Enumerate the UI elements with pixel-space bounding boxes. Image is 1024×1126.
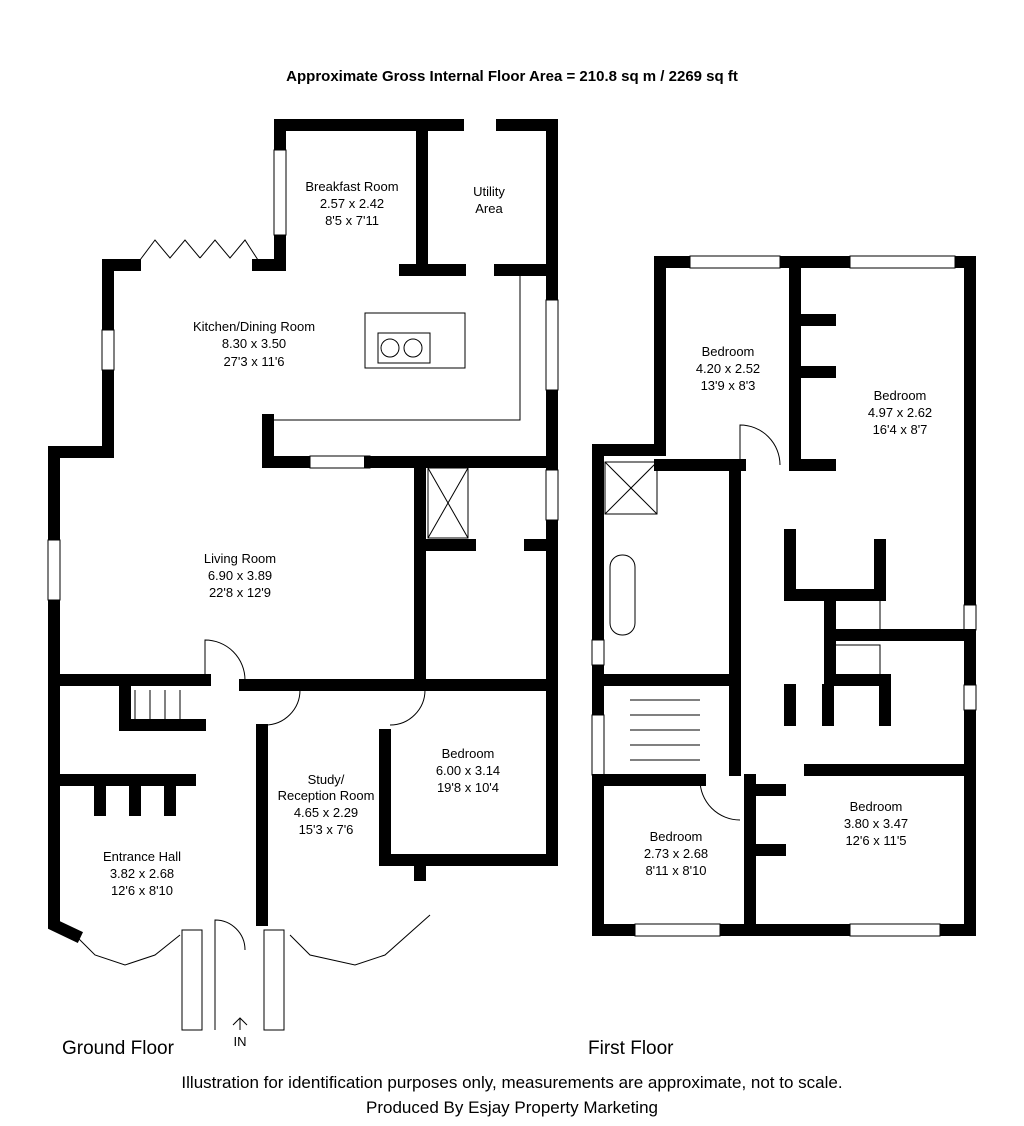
room-label: Area	[475, 201, 503, 216]
room-imperial: 22'8 x 12'9	[209, 585, 271, 600]
room-label: Reception Room	[278, 788, 375, 803]
room-metric: 3.82 x 2.68	[110, 866, 174, 881]
room-label: Bedroom	[702, 344, 755, 359]
room-metric: 6.00 x 3.14	[436, 763, 500, 778]
room-imperial: 13'9 x 8'3	[701, 378, 756, 393]
first-floor-plan: Bedroom 4.20 x 2.52 13'9 x 8'3 Bedroom 4…	[591, 255, 977, 937]
ground-outer-wall	[48, 259, 141, 943]
room-label: Bedroom	[850, 799, 903, 814]
room-label: Study/	[308, 772, 345, 787]
room-label: Bedroom	[442, 746, 495, 761]
room-imperial: 8'11 x 8'10	[645, 863, 706, 878]
room-metric: 4.65 x 2.29	[294, 805, 358, 820]
room-label: Bedroom	[874, 388, 927, 403]
room-label: Utility	[473, 184, 505, 199]
ground-floor-plan: IN Breakfast Room 2.57 x 2.42 8'5 x 7'11…	[47, 119, 559, 1049]
room-label: Breakfast Room	[305, 179, 398, 194]
room-metric: 2.57 x 2.42	[320, 196, 384, 211]
credit: Produced By Esjay Property Marketing	[366, 1098, 658, 1117]
first-outer-wall	[592, 256, 976, 936]
room-label: Bedroom	[650, 829, 703, 844]
room-imperial: 15'3 x 7'6	[299, 822, 354, 837]
room-metric: 3.80 x 3.47	[844, 816, 908, 831]
room-metric: 6.90 x 3.89	[208, 568, 272, 583]
room-imperial: 16'4 x 8'7	[873, 422, 928, 437]
room-label: Living Room	[204, 551, 276, 566]
ground-floor-label: Ground Floor	[62, 1038, 174, 1059]
room-metric: 4.97 x 2.62	[868, 405, 932, 420]
room-metric: 4.20 x 2.52	[696, 361, 760, 376]
room-metric: 2.73 x 2.68	[644, 846, 708, 861]
room-label: Kitchen/Dining Room	[193, 319, 315, 334]
floor-area-title: Approximate Gross Internal Floor Area = …	[286, 68, 738, 85]
room-imperial: 27'3 x 11'6	[223, 354, 284, 369]
room-imperial: 19'8 x 10'4	[437, 780, 499, 795]
disclaimer: Illustration for identification purposes…	[181, 1073, 843, 1092]
room-label: Entrance Hall	[103, 849, 181, 864]
room-imperial: 8'5 x 7'11	[325, 213, 379, 228]
room-imperial: 12'6 x 8'10	[111, 883, 173, 898]
entrance-marker: IN	[234, 1034, 247, 1049]
room-imperial: 12'6 x 11'5	[845, 833, 906, 848]
entrance-arrow-icon	[232, 1017, 248, 1030]
room-metric: 8.30 x 3.50	[222, 336, 286, 351]
first-floor-label: First Floor	[588, 1038, 674, 1059]
